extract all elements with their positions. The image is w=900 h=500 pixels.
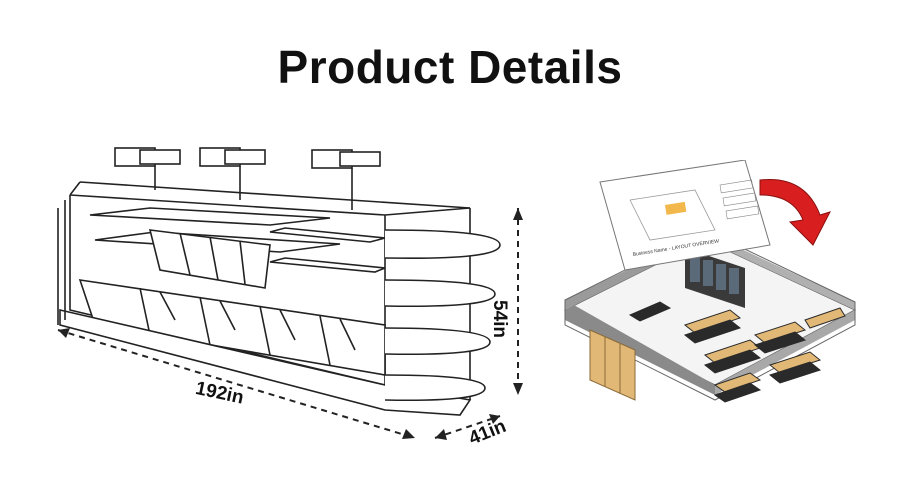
gondola-shelf-illustration [57, 147, 523, 440]
shelving-units [628, 301, 846, 403]
dimension-arrows [57, 208, 519, 439]
height-dimension-label: 54in [489, 300, 510, 339]
coolers [685, 248, 745, 308]
layout-sheet: Business Name - LAYOUT OVERVIEW [599, 160, 771, 271]
arrowheads [58, 208, 523, 440]
store-layout-illustration: Business Name - LAYOUT OVERVIEW [563, 160, 857, 403]
curved-arrow-icon [759, 178, 831, 246]
hanging-signs [114, 147, 381, 210]
page-title: Product Details [277, 41, 623, 93]
